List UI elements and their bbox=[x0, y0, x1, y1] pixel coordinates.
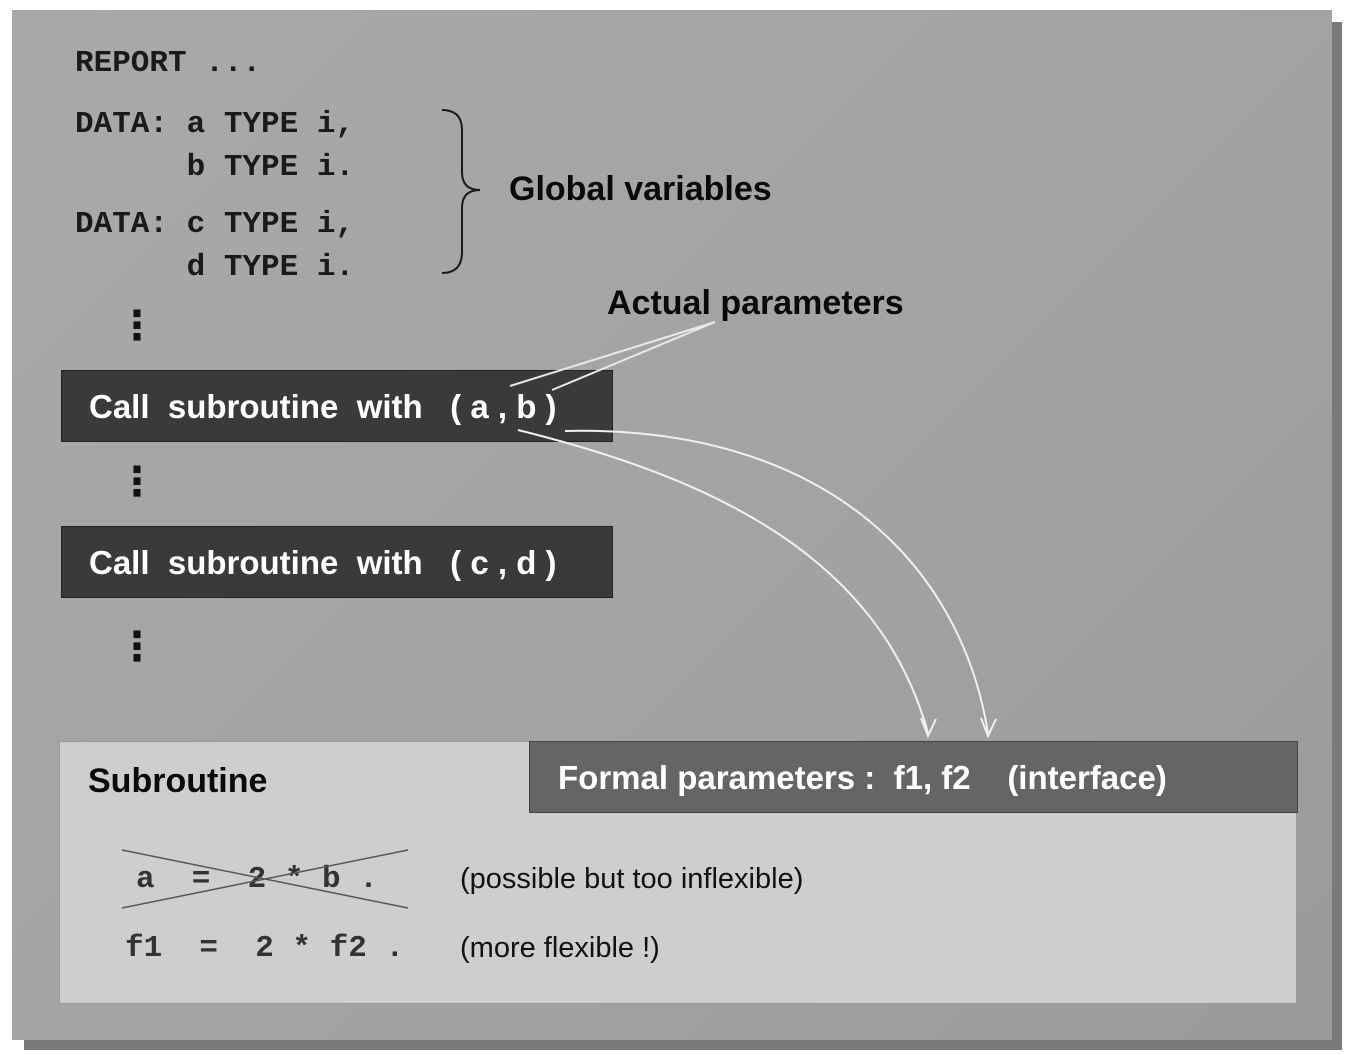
subroutine-note-line-2: (more flexible !) bbox=[460, 932, 660, 964]
ellipsis-3: ⋮ bbox=[117, 624, 157, 670]
ellipsis-2: ⋮ bbox=[117, 459, 157, 505]
actual-param-line-b bbox=[551, 321, 716, 391]
data-line-d: d TYPE i. bbox=[75, 250, 355, 285]
arrow-b-to-f2-head bbox=[980, 717, 997, 739]
data-line-a: DATA: a TYPE i, bbox=[75, 107, 355, 142]
arrow-b-to-f2 bbox=[564, 429, 989, 734]
global-variables-brace bbox=[441, 109, 481, 274]
subroutine-title: Subroutine bbox=[88, 762, 268, 800]
data-line-b: b TYPE i. bbox=[75, 150, 355, 185]
actual-parameters-label: Actual parameters bbox=[607, 284, 904, 322]
call-subroutine-ab: Call subroutine with ( a , b ) bbox=[61, 370, 613, 442]
arrow-a-to-f1 bbox=[517, 429, 929, 734]
ellipsis-1: ⋮ bbox=[117, 303, 157, 349]
call-subroutine-cd: Call subroutine with ( c , d ) bbox=[61, 526, 613, 598]
formal-parameters-box: Formal parameters : f1, f2 (interface) bbox=[529, 741, 1298, 813]
subroutine-code-line-1: a = 2 * b . bbox=[136, 862, 378, 897]
strike-line-2 bbox=[121, 849, 409, 909]
report-line: REPORT ... bbox=[75, 46, 262, 81]
actual-param-line-a bbox=[509, 321, 716, 387]
arrow-a-to-f1-head bbox=[920, 717, 937, 739]
subroutine-note-line-1: (possible but too inflexible) bbox=[460, 863, 804, 895]
subroutine-code-line-2: f1 = 2 * f2 . bbox=[125, 931, 405, 966]
data-line-c: DATA: c TYPE i, bbox=[75, 207, 355, 242]
global-variables-label: Global variables bbox=[509, 170, 772, 208]
